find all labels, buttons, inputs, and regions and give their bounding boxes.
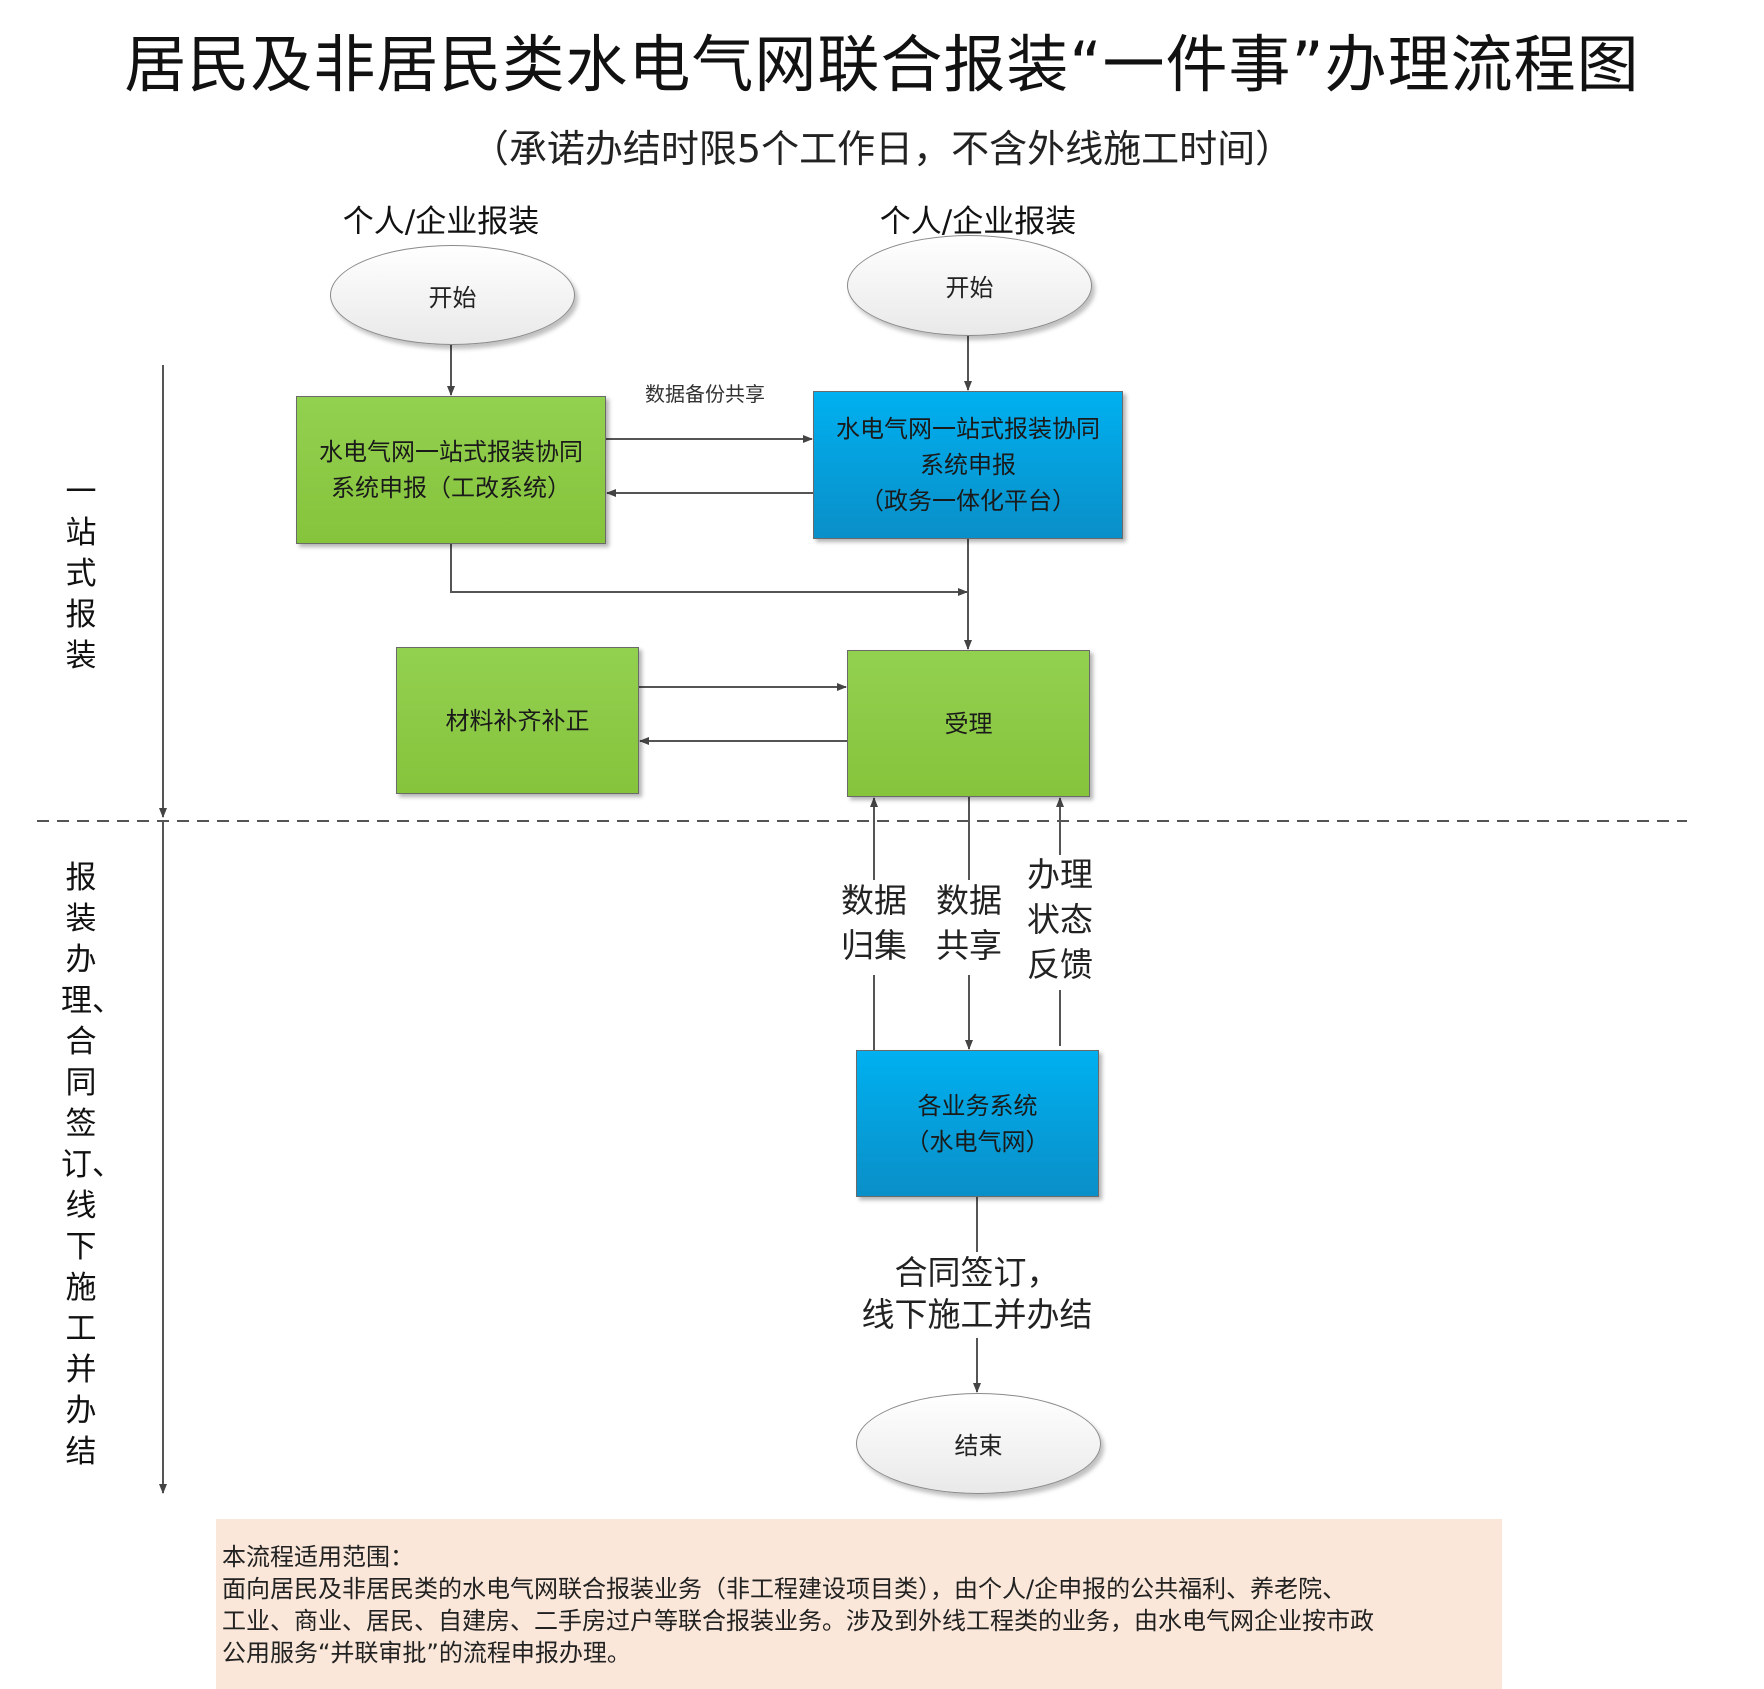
label-data-collect: 数据归集 bbox=[834, 878, 914, 968]
box-text: 系统申报（工改系统） bbox=[331, 474, 571, 502]
lane-label-one-stop: 一站式报装 bbox=[65, 474, 97, 674]
applicant-label-left: 个人/企业报装 bbox=[342, 204, 540, 240]
label-status-feedback: 办理状态反馈 bbox=[1020, 852, 1100, 987]
start-node-left: 开始 bbox=[330, 245, 575, 345]
label-line: 合同签订， bbox=[894, 1253, 1060, 1292]
label-line: 共享 bbox=[936, 926, 1002, 965]
label-line: 数据 bbox=[936, 881, 1002, 920]
label-line: 数据 bbox=[841, 881, 907, 920]
box-text: （水电气网） bbox=[905, 1127, 1050, 1156]
label-line: 状态 bbox=[1027, 900, 1093, 939]
label-line: 办理 bbox=[1027, 855, 1093, 894]
zhengwu-platform-box: 水电气网一站式报装协同系统申报 （政务一体化平台） bbox=[813, 391, 1123, 539]
lane-label-processing: 报装办理、合同签订、线下施工并办结 bbox=[61, 860, 123, 1470]
accept-box: 受理 bbox=[847, 650, 1090, 797]
label-line: 归集 bbox=[841, 926, 907, 965]
business-systems-box: 各业务系统 （水电气网） bbox=[856, 1050, 1099, 1197]
scope-note: 本流程适用范围： 面向居民及非居民类的水电气网联合报装业务（非工程建设项目类），… bbox=[216, 1519, 1502, 1689]
data-backup-label: 数据备份共享 bbox=[645, 382, 765, 406]
box-text: （政务一体化平台） bbox=[860, 487, 1076, 515]
applicant-label-right: 个人/企业报装 bbox=[879, 204, 1077, 240]
note-line: 公用服务“并联审批”的流程申报办理。 bbox=[222, 1639, 631, 1667]
note-line: 面向居民及非居民类的水电气网联合报装业务（非工程建设项目类），由个人/企申报的公… bbox=[222, 1575, 1347, 1603]
contract-label: 合同签订，线下施工并办结 bbox=[827, 1252, 1127, 1336]
note-line: 工业、商业、居民、自建房、二手房过户等联合报装业务。涉及到外线工程类的业务，由水… bbox=[222, 1607, 1374, 1635]
label-line: 线下施工并办结 bbox=[861, 1295, 1093, 1334]
materials-box: 材料补齐补正 bbox=[396, 647, 639, 794]
box-text: 各业务系统 bbox=[917, 1091, 1038, 1120]
box-text: 系统申报 bbox=[920, 451, 1016, 479]
end-node: 结束 bbox=[856, 1393, 1101, 1494]
box-text: 水电气网一站式报装协同 bbox=[319, 438, 583, 466]
label-data-share: 数据共享 bbox=[929, 878, 1009, 968]
gongai-system-box: 水电气网一站式报装协同系统申报（工改系统） bbox=[296, 396, 606, 544]
label-line: 反馈 bbox=[1027, 945, 1093, 984]
box-text: 水电气网一站式报装协同 bbox=[836, 415, 1100, 443]
start-node-right: 开始 bbox=[847, 235, 1092, 336]
page-subtitle: （承诺办结时限5个工作日，不含外线施工时间） bbox=[470, 127, 1294, 171]
note-heading: 本流程适用范围： bbox=[222, 1543, 414, 1571]
page-title: 居民及非居民类水电气网联合报装“一件事”办理流程图 bbox=[124, 28, 1640, 101]
